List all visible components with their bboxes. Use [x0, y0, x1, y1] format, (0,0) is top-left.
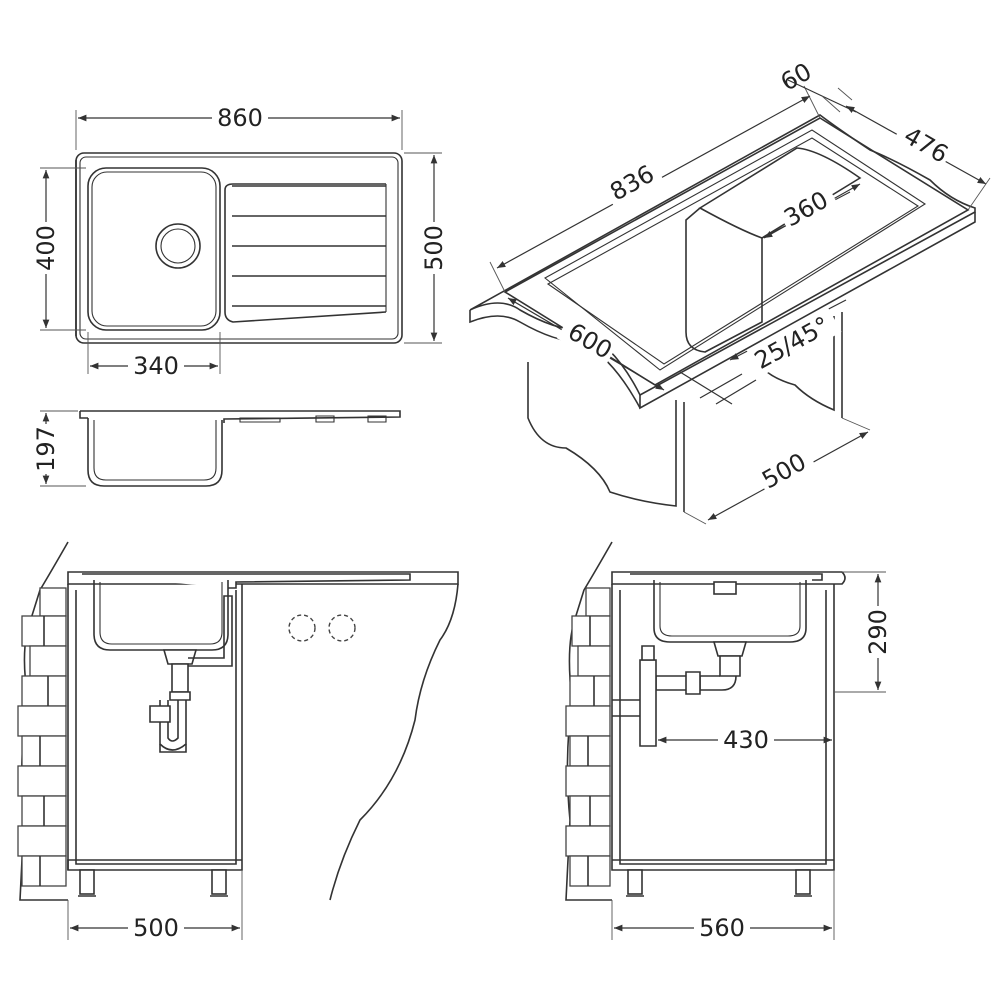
front-installation-view: 500: [17, 541, 459, 942]
dim-197: 197: [32, 426, 60, 472]
dim-430: 430: [723, 726, 769, 754]
isometric-view: 836 60 476 360 600 25/45° 500: [469, 57, 991, 525]
dim-400: 400: [32, 225, 60, 271]
iso-countertop: [469, 114, 976, 397]
drainboard-grooves: [232, 184, 387, 312]
side-profile-view: 197: [32, 410, 401, 487]
pipe-opening-2: [328, 614, 356, 642]
siphon-icon: [149, 595, 233, 753]
dim-500-top: 500: [420, 225, 448, 271]
dim-340: 340: [133, 352, 179, 380]
brick-wall-side: [565, 587, 611, 887]
drain-icon: [155, 223, 201, 269]
side-drain-pipes: [612, 641, 748, 747]
dim-290: 290: [864, 609, 892, 655]
front-cabinet: [67, 584, 243, 871]
top-bowl: [87, 167, 221, 331]
pipe-opening-1: [288, 614, 316, 642]
side-installation-view: 290 430 560: [565, 541, 892, 942]
top-view: 860 500 400 340: [32, 104, 448, 380]
dim-500-front: 500: [133, 914, 179, 942]
overflow-icon: [713, 581, 737, 595]
dim-860: 860: [217, 104, 263, 132]
dim-560: 560: [699, 914, 745, 942]
iso-cabinet: [527, 362, 677, 507]
brick-wall: [17, 587, 67, 887]
